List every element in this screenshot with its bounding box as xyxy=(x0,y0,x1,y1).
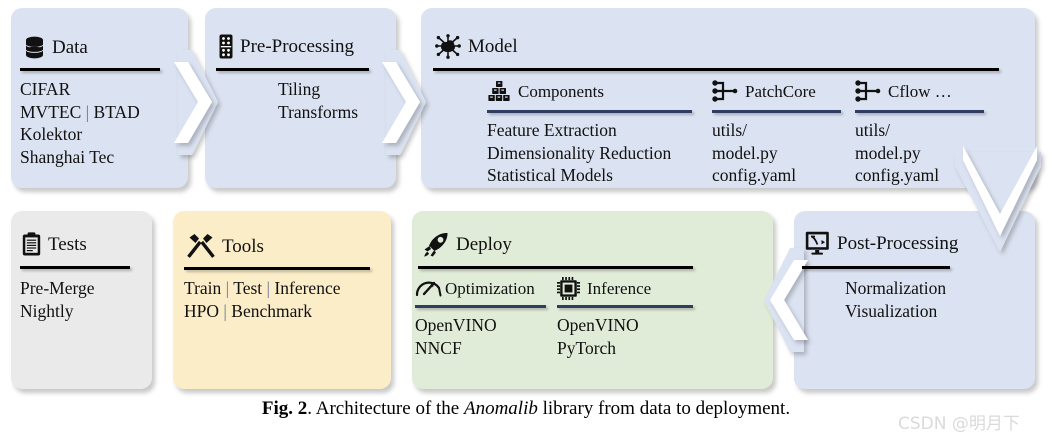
cflow-rule xyxy=(855,110,984,113)
patchcore-header: PatchCore xyxy=(712,80,816,102)
patchcore-rule xyxy=(712,110,841,113)
preprocessing-title: Pre-Processing xyxy=(240,36,354,57)
tools-header: Tools xyxy=(187,233,264,259)
list-item: utils/ xyxy=(712,120,748,140)
model-title: Model xyxy=(468,36,518,57)
inference-items: OpenVINO PyTorch xyxy=(557,314,639,359)
gauge-icon xyxy=(415,277,443,299)
list-item: CIFAR xyxy=(20,79,71,99)
preprocessing-header: Pre-Processing xyxy=(219,34,354,59)
database-icon xyxy=(24,36,45,59)
domino-icon xyxy=(219,34,233,59)
list-item: Transforms xyxy=(278,101,359,122)
clipboard-icon xyxy=(22,232,41,256)
preprocessing-items: Tiling Transforms xyxy=(278,78,358,123)
components-rule xyxy=(487,110,692,113)
watermark: CSDN @明月下 xyxy=(898,414,1020,434)
list-item: Normalization xyxy=(845,278,947,298)
optimization-rule xyxy=(415,305,546,308)
tools-items: Train | Test | Inference HPO | Benchmark xyxy=(184,277,340,322)
tools-title: Tools xyxy=(222,235,264,257)
cflow-items: utils/ model.py config.yaml xyxy=(855,119,939,187)
model-header: Model xyxy=(435,34,518,59)
postprocessing-rule xyxy=(802,266,950,269)
list-item: Shanghai Tec xyxy=(20,146,115,167)
model-card xyxy=(421,8,1035,188)
patchcore-items: utils/ model.py config.yaml xyxy=(712,119,796,187)
list-item: OpenVINO xyxy=(415,315,497,335)
list-item: Dimensionality Reduction xyxy=(487,142,672,163)
tree-merge-icon xyxy=(855,80,881,102)
list-item: Train | Test | Inference xyxy=(184,278,341,298)
blocks-stack-icon xyxy=(487,80,511,102)
deploy-rule xyxy=(418,266,693,269)
tests-header: Tests xyxy=(22,232,87,256)
list-item: utils/ xyxy=(855,120,891,140)
arrow-postprocessing-to-deploy xyxy=(756,248,808,352)
tools-card xyxy=(173,211,391,389)
figure-caption: Fig. 2. Architecture of the Anomalib lib… xyxy=(0,398,1052,420)
network-hub-icon xyxy=(435,34,461,59)
arrow-data-to-preprocessing xyxy=(174,50,220,155)
postprocessing-title: Post-Processing xyxy=(837,232,959,254)
list-item: Visualization xyxy=(845,300,938,321)
postprocessing-header: Post-Processing xyxy=(805,231,958,255)
caption-text-b: library from data to deployment. xyxy=(537,398,791,419)
arrow-model-to-postprocessing xyxy=(955,146,1041,262)
list-item: Nightly xyxy=(20,300,74,321)
data-title: Data xyxy=(52,37,88,58)
hammers-icon xyxy=(187,233,215,259)
deploy-title: Deploy xyxy=(456,234,512,255)
list-item: OpenVINO xyxy=(557,315,639,335)
list-item: Tiling xyxy=(278,79,321,99)
arrow-preprocessing-to-model xyxy=(382,50,430,155)
data-items: CIFAR MVTEC | BTAD Kolektor Shanghai Tec xyxy=(20,78,140,168)
components-header: Components xyxy=(487,80,604,102)
list-item: model.py xyxy=(712,142,778,163)
cflow-title: Cflow … xyxy=(888,81,952,101)
caption-figure-number: Fig. 2 xyxy=(261,398,308,419)
optimization-header: Optimization xyxy=(415,277,535,299)
list-item: PyTorch xyxy=(557,337,617,358)
list-item: Kolektor xyxy=(20,124,83,144)
list-item: model.py xyxy=(855,142,921,163)
postprocessing-items: Normalization Visualization xyxy=(845,277,946,322)
list-item: config.yaml xyxy=(712,165,797,185)
list-item: HPO | Benchmark xyxy=(184,300,312,321)
caption-emphasis: Anomalib xyxy=(463,398,538,419)
list-item: MVTEC | BTAD xyxy=(20,101,140,122)
caption-text-a: . Architecture of the xyxy=(307,398,464,419)
rocket-icon xyxy=(423,232,449,257)
list-item: config.yaml xyxy=(855,165,940,185)
components-title: Components xyxy=(518,81,604,101)
tree-merge-icon xyxy=(712,80,738,102)
tools-rule xyxy=(184,267,370,270)
deploy-card xyxy=(412,211,773,389)
inference-header: Inference xyxy=(557,277,651,300)
monitor-chart-icon xyxy=(805,231,830,255)
data-header: Data xyxy=(24,36,88,59)
cflow-header: Cflow … xyxy=(855,80,952,102)
tests-items: Pre-Merge Nightly xyxy=(20,277,95,322)
inference-title: Inference xyxy=(587,279,652,298)
model-rule xyxy=(433,68,999,71)
optimization-items: OpenVINO NNCF xyxy=(415,314,497,359)
tests-rule xyxy=(20,266,130,269)
components-items: Feature Extraction Dimensionality Reduct… xyxy=(487,119,671,187)
cpu-chip-icon xyxy=(557,277,580,300)
list-item: NNCF xyxy=(415,337,462,358)
deploy-header: Deploy xyxy=(423,232,512,257)
preprocessing-card xyxy=(205,8,396,188)
preprocessing-rule xyxy=(216,68,369,71)
list-item: Statistical Models xyxy=(487,165,613,185)
optimization-title: Optimization xyxy=(445,278,535,298)
patchcore-title: PatchCore xyxy=(745,81,816,101)
inference-rule xyxy=(557,305,693,308)
list-item: Feature Extraction xyxy=(487,120,617,140)
data-rule xyxy=(20,68,160,71)
tests-title: Tests xyxy=(48,233,87,255)
list-item: Pre-Merge xyxy=(20,278,95,298)
